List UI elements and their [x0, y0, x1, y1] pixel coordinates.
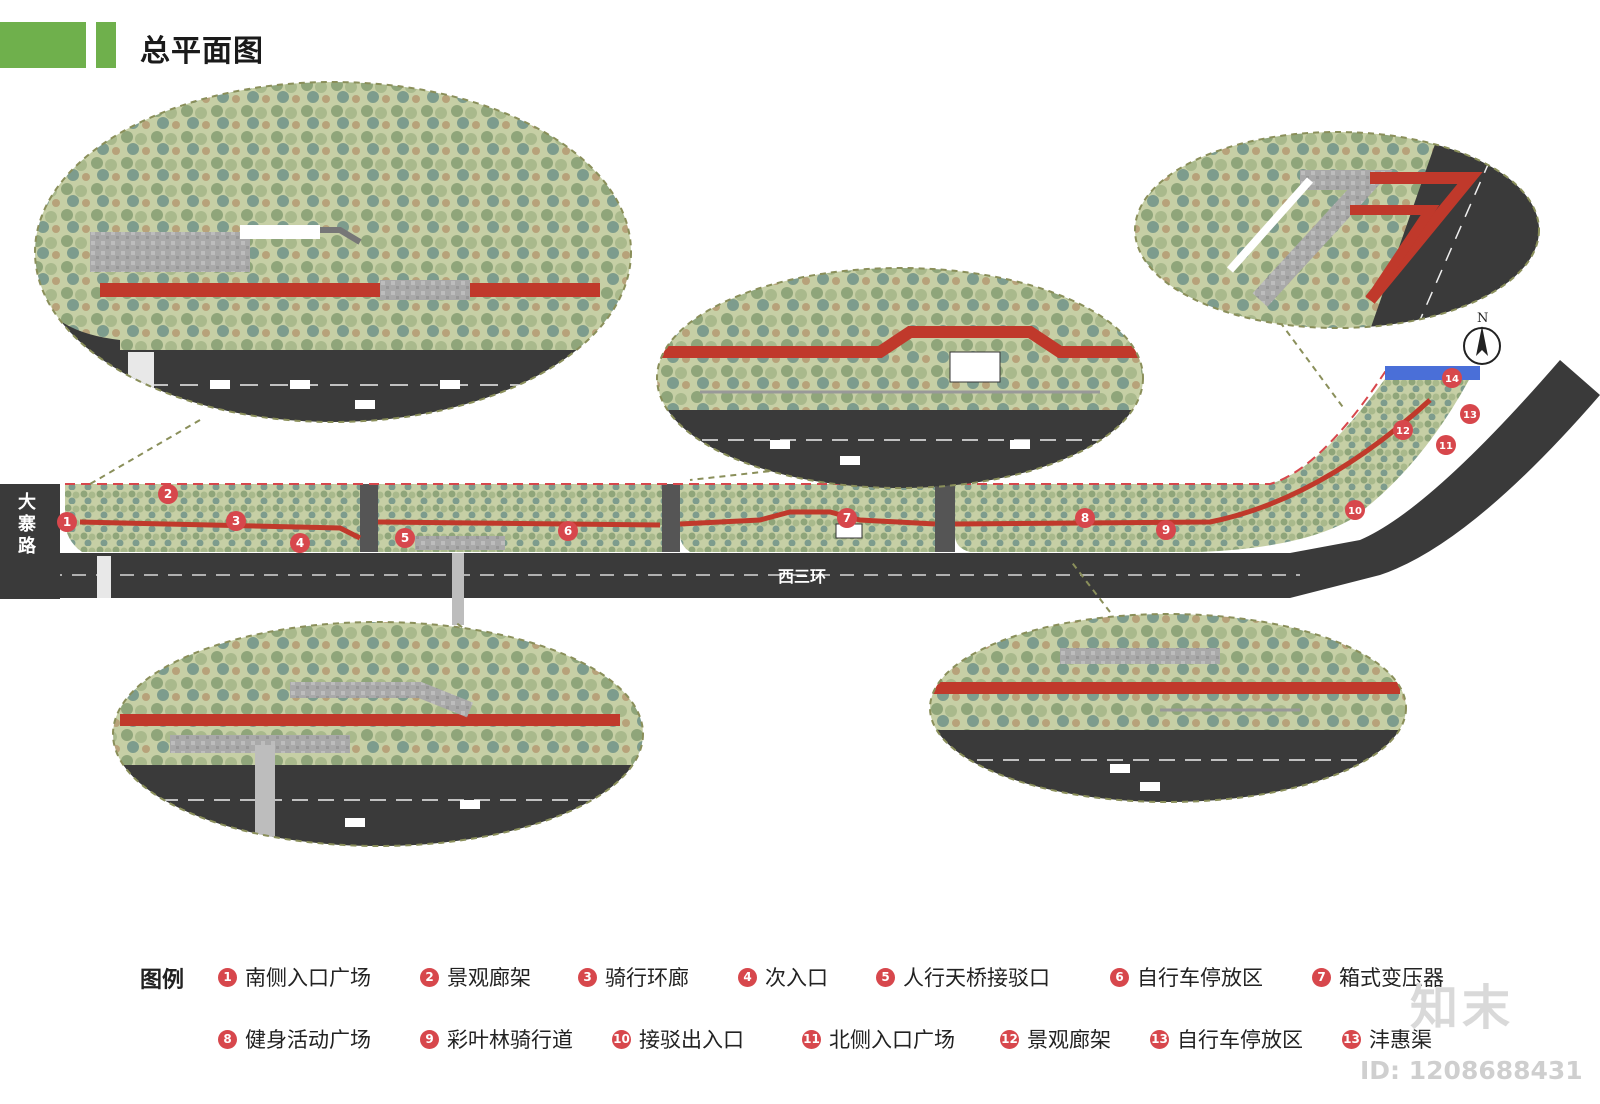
legend-label: 景观廊架 — [1027, 1028, 1111, 1052]
legend-item: 13 沣惠渠 — [1342, 1024, 1432, 1054]
marker-2: 2 — [164, 487, 172, 501]
legend-label: 南侧入口广场 — [245, 966, 371, 990]
marker-4: 4 — [296, 536, 304, 550]
header-accent-bar-small — [96, 22, 116, 68]
north-label: N — [1477, 311, 1488, 326]
legend-label: 北侧入口广场 — [829, 1028, 955, 1052]
legend-label: 接驳出入口 — [639, 1028, 744, 1052]
legend-item: 2 景观廊架 — [420, 962, 531, 992]
legend-item: 5 人行天桥接驳口 — [876, 962, 1050, 992]
plan-markers: 1 2 3 4 5 6 7 8 9 10 11 12 13 14 — [57, 368, 1480, 553]
legend-number: 5 — [876, 967, 895, 987]
legend-item: 10 接驳出入口 — [612, 1024, 744, 1054]
legend-number: 8 — [218, 1029, 237, 1049]
legend-item: 11 北侧入口广场 — [802, 1024, 955, 1054]
legend-number: 13 — [1150, 1029, 1169, 1049]
detail-callout-north-entrance — [1135, 132, 1539, 328]
marker-6: 6 — [564, 524, 572, 538]
legend-label: 骑行环廊 — [605, 966, 689, 990]
road-char: 寨 — [18, 513, 36, 535]
legend-item: 4 次入口 — [738, 962, 828, 992]
legend-number: 3 — [578, 967, 597, 987]
legend-item: 7 箱式变压器 — [1312, 962, 1444, 992]
legend-item: 3 骑行环廊 — [578, 962, 689, 992]
legend-label: 自行车停放区 — [1177, 1028, 1303, 1052]
legend-item: 1 南侧入口广场 — [218, 962, 371, 992]
legend-label: 自行车停放区 — [1137, 966, 1263, 990]
north-arrow-icon: N — [1463, 311, 1501, 365]
main-road — [0, 360, 1600, 625]
legend-number: 12 — [1000, 1029, 1019, 1049]
watermark-logo: 知末 — [1410, 980, 1515, 1036]
legend-item: 12 景观廊架 — [1000, 1024, 1111, 1054]
legend-number: 13 — [1342, 1029, 1361, 1049]
legend-label: 次入口 — [765, 966, 828, 990]
marker-12: 12 — [1396, 426, 1410, 437]
marker-5: 5 — [401, 531, 409, 545]
legend-number: 11 — [802, 1029, 821, 1049]
road-char: 路 — [18, 535, 37, 557]
legend-item: 6 自行车停放区 — [1110, 962, 1263, 992]
legend-label: 彩叶林骑行道 — [447, 1028, 573, 1052]
marker-8: 8 — [1081, 511, 1089, 525]
legend-number: 7 — [1312, 967, 1331, 987]
legend-label: 景观廊架 — [447, 966, 531, 990]
legend-number: 4 — [738, 967, 757, 987]
detail-callout-fitness-plaza — [930, 614, 1406, 802]
legend-number: 2 — [420, 967, 439, 987]
marker-7: 7 — [843, 511, 851, 525]
legend-label: 健身活动广场 — [245, 1028, 371, 1052]
marker-3: 3 — [232, 514, 240, 528]
legend-item: 13 自行车停放区 — [1150, 1024, 1303, 1054]
green-belt — [65, 366, 1480, 552]
legend-number: 6 — [1110, 967, 1129, 987]
legend-label: 沣惠渠 — [1369, 1028, 1432, 1052]
marker-14: 14 — [1445, 374, 1459, 385]
site-plan-map: 西三环 大 寨 路 N 1 2 3 4 5 6 7 8 9 10 11 12 1… — [0, 81, 1600, 847]
legend-label: 人行天桥接驳口 — [903, 966, 1050, 990]
marker-10: 10 — [1348, 506, 1362, 517]
legend-label: 箱式变压器 — [1339, 966, 1444, 990]
marker-13: 13 — [1463, 410, 1477, 421]
road-label-xisanhuan: 西三环 — [778, 567, 826, 586]
legend-item: 8 健身活动广场 — [218, 1024, 371, 1054]
legend-number: 9 — [420, 1029, 439, 1049]
legend-number: 10 — [612, 1029, 631, 1049]
header-accent-bar — [0, 22, 86, 68]
legend-title: 图例 — [140, 968, 185, 993]
legend-number: 1 — [218, 967, 237, 987]
watermark-id: ID: 1208688431 — [1360, 1056, 1583, 1085]
road-char: 大 — [18, 491, 36, 513]
marker-9: 9 — [1162, 523, 1170, 537]
legend-item: 9 彩叶林骑行道 — [420, 1024, 573, 1054]
detail-callout-footbridge — [113, 622, 643, 846]
detail-callout-transformer — [657, 268, 1143, 488]
page-title: 总平面图 — [140, 34, 264, 69]
marker-1: 1 — [63, 515, 71, 529]
marker-11: 11 — [1439, 441, 1453, 452]
road-label-dazhai: 大 寨 路 — [18, 491, 37, 557]
